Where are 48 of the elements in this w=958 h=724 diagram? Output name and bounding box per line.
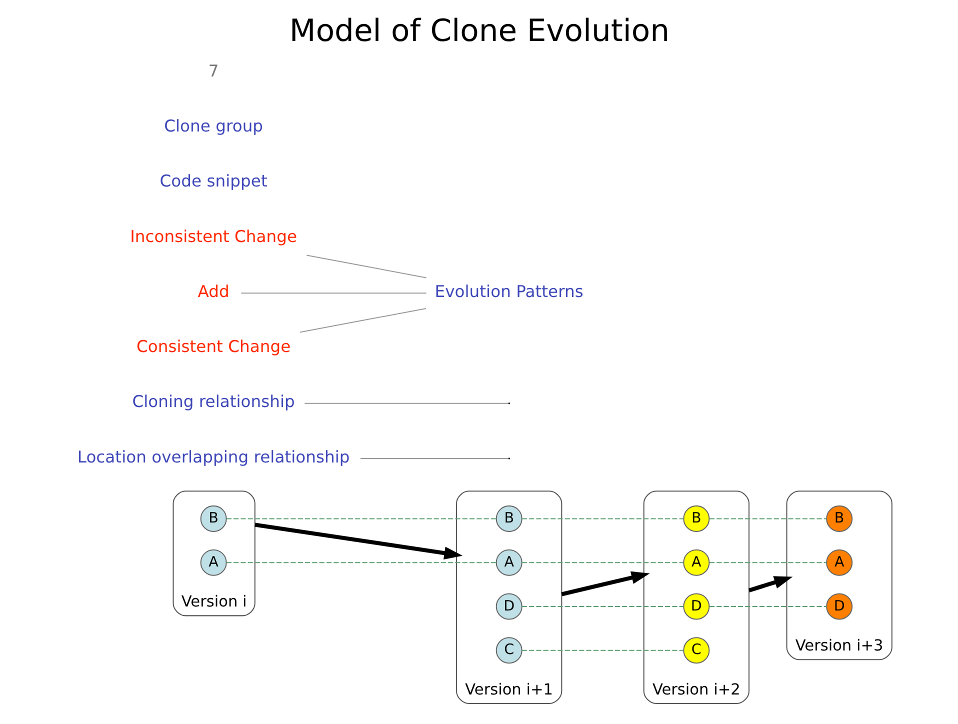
node-text: Consistent Change xyxy=(136,337,290,356)
node-text: Inconsistent Change xyxy=(130,226,297,246)
node-circle: A xyxy=(495,549,522,576)
node-circle: B xyxy=(826,505,852,532)
cluster xyxy=(172,490,255,616)
connector xyxy=(522,562,683,564)
node-circle: D xyxy=(826,593,852,620)
label: Code snippet xyxy=(159,172,267,191)
cluster xyxy=(456,490,562,704)
connector xyxy=(360,458,508,459)
node-circle: B xyxy=(200,505,226,532)
connector xyxy=(226,518,496,520)
connector xyxy=(522,650,683,651)
node-circle: A xyxy=(682,549,710,576)
node-label: Version i+2 xyxy=(652,680,740,698)
arrow xyxy=(560,571,650,596)
connector xyxy=(522,606,683,607)
node-text: Evolution Patterns xyxy=(434,282,583,301)
arrow xyxy=(254,522,462,560)
cluster xyxy=(786,490,892,660)
node-circle: A xyxy=(200,549,226,576)
node-circle: C xyxy=(495,637,522,664)
connector xyxy=(708,562,826,564)
connector xyxy=(299,308,426,333)
cluster xyxy=(642,490,749,704)
diagram-title: Model of Clone Evolution xyxy=(288,14,670,49)
connector xyxy=(708,518,826,520)
connector xyxy=(226,562,496,564)
node-circle: C xyxy=(682,637,710,664)
label: Clone group xyxy=(164,116,263,136)
node-label: Version i+1 xyxy=(464,680,553,698)
node-circle: D xyxy=(682,593,710,620)
arrow xyxy=(748,576,792,592)
node-circle: B xyxy=(495,505,522,532)
connector xyxy=(304,402,508,404)
node-text: Location overlapping relationship xyxy=(76,447,350,466)
node-text: Cloning relationship xyxy=(132,392,294,412)
node-text: Add xyxy=(197,282,229,301)
node-label: Version i xyxy=(180,592,246,610)
node-circle: B xyxy=(682,505,710,532)
connector xyxy=(240,292,426,294)
label: 7 xyxy=(208,61,218,80)
node-circle: A xyxy=(826,549,852,576)
connector xyxy=(522,518,683,520)
node-label: Version i+3 xyxy=(794,636,883,654)
connector xyxy=(708,606,826,607)
connector xyxy=(306,254,426,278)
node-circle: D xyxy=(495,593,522,620)
